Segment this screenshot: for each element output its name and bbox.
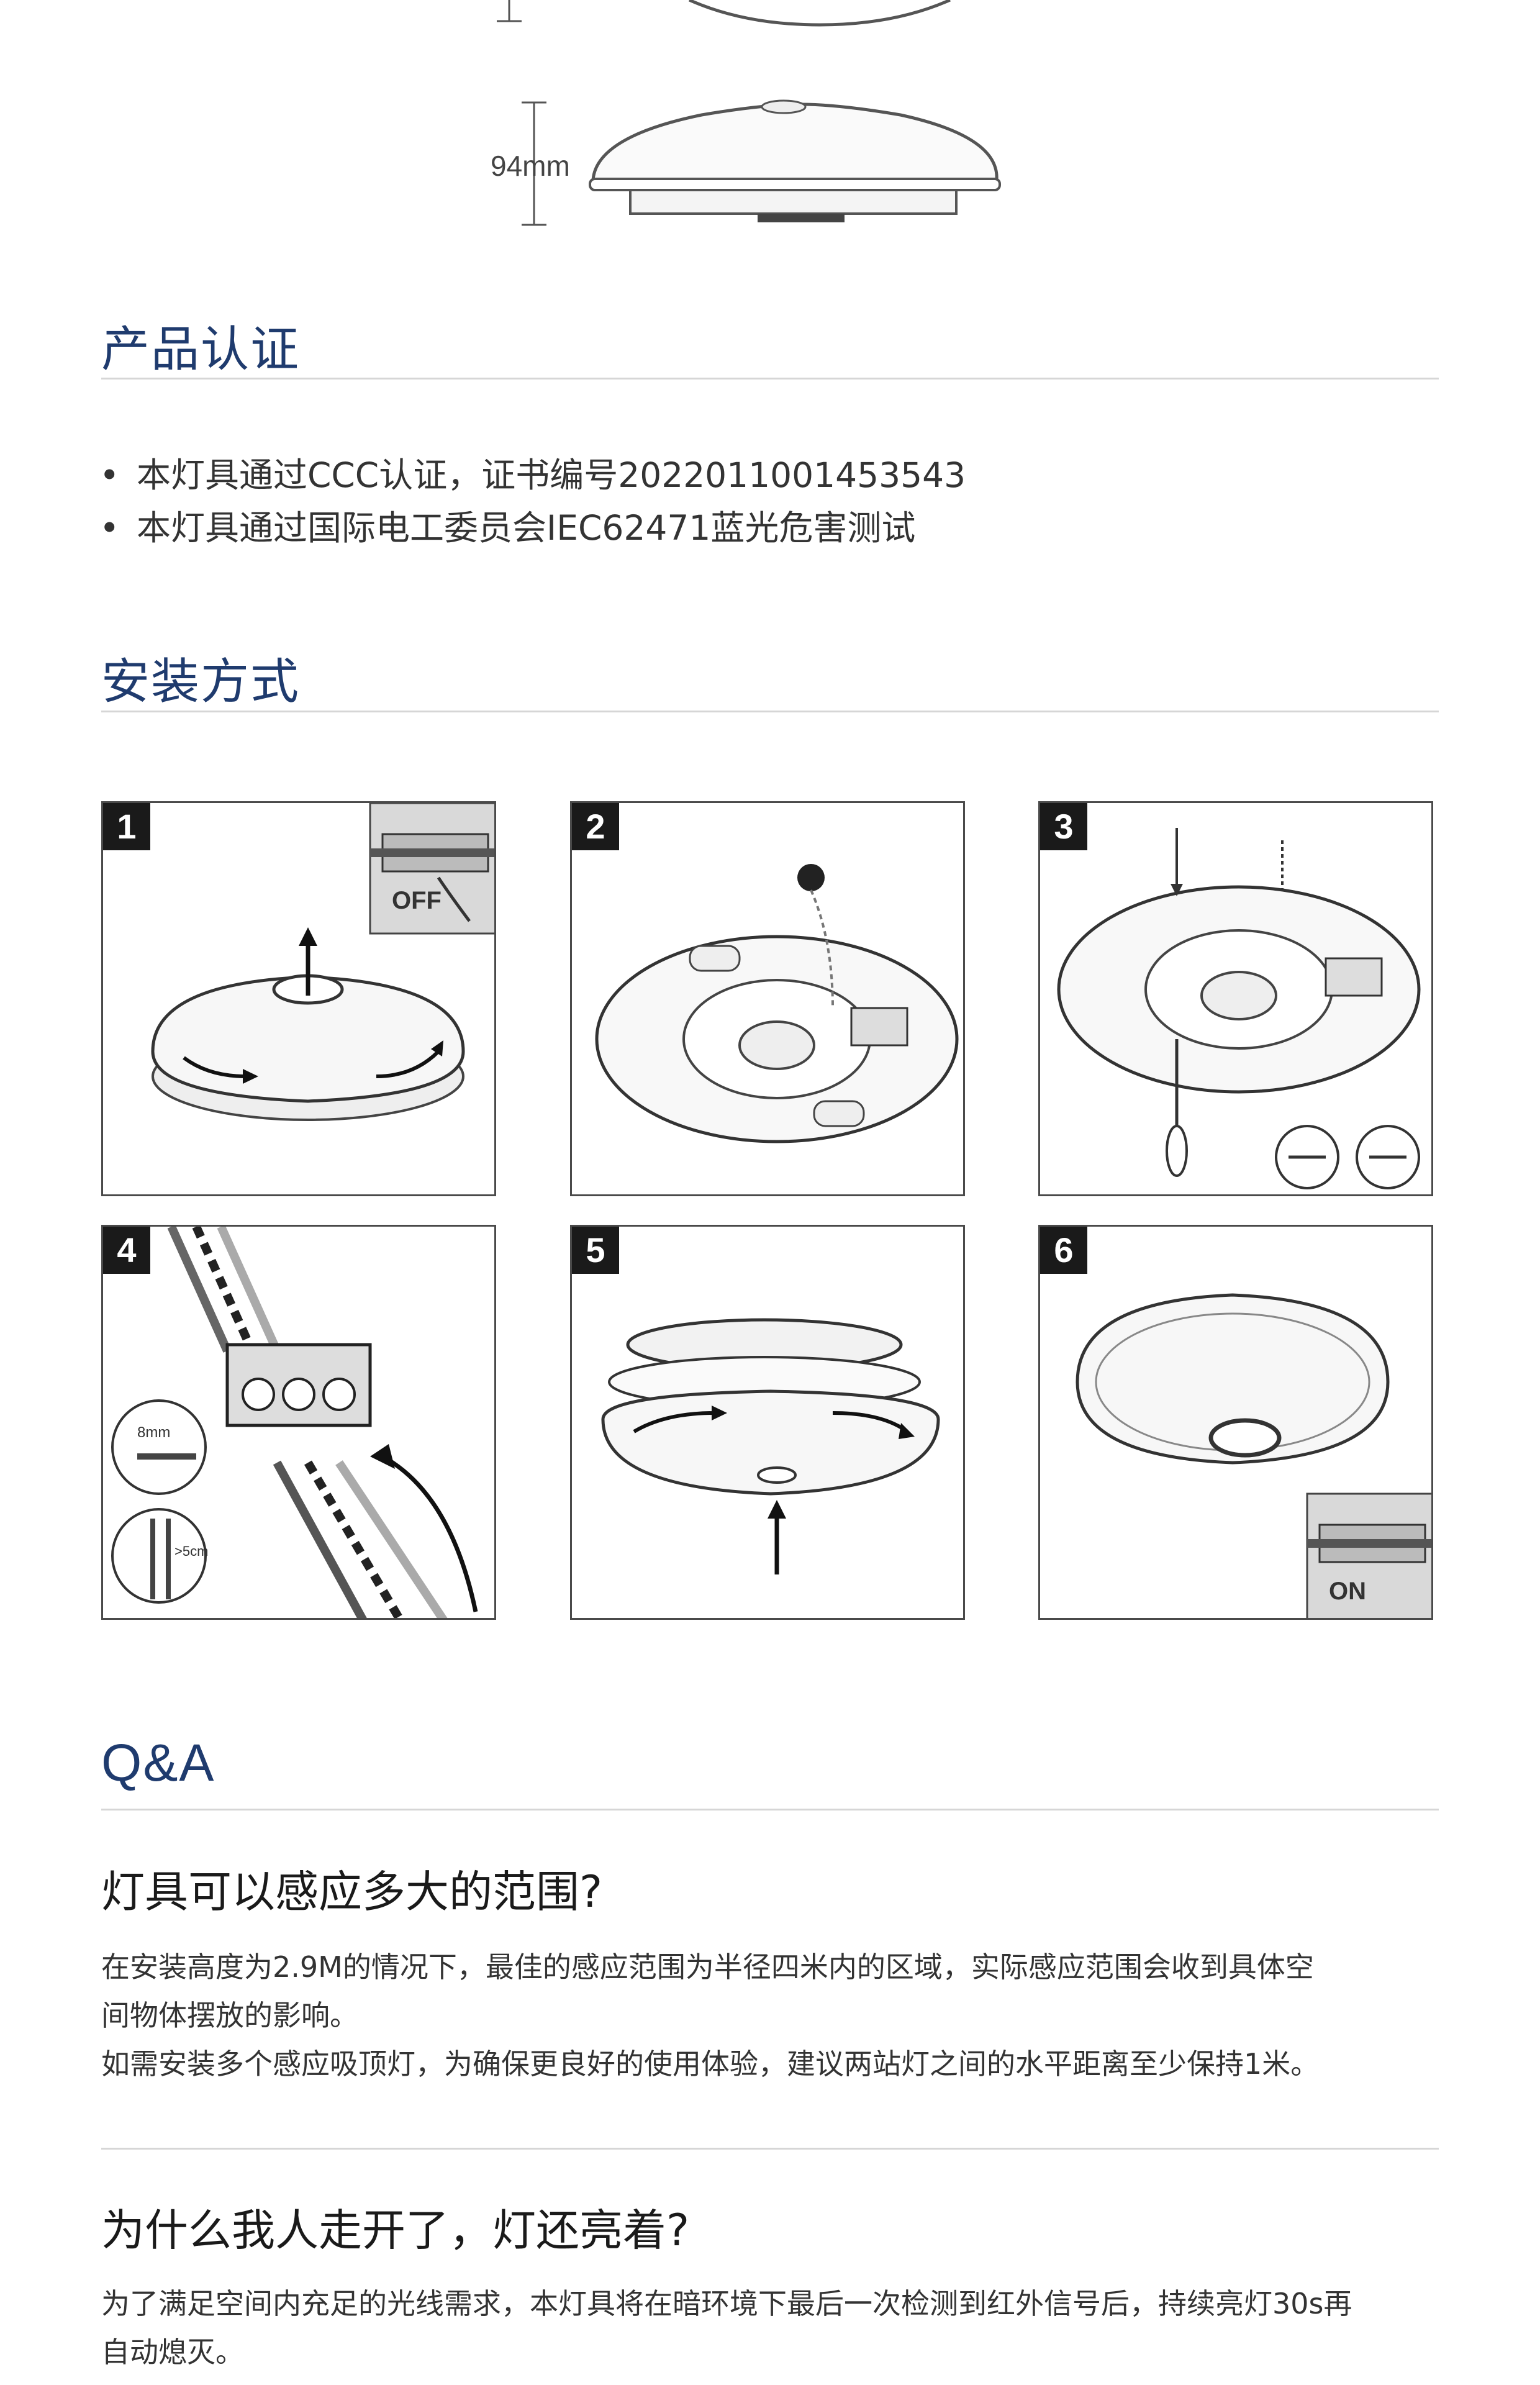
step-5-illustration: [601, 1318, 940, 1574]
height-dimension-label: 94mm: [491, 150, 570, 182]
install-step-6: 6 ON: [1038, 1225, 1433, 1620]
qa-answer-line: 如需安装多个感应吸顶灯，为确保更良好的使用体验，建议两站灯之间的水平距离至少保持…: [101, 2047, 1320, 2081]
step-number: 1: [103, 803, 150, 850]
step-1-illustration: [151, 803, 494, 1121]
install-step-5: 5: [570, 1225, 965, 1620]
install-step-1: 1 OFF: [101, 801, 496, 1196]
install-step-3: 3: [1038, 801, 1433, 1196]
step-3-illustration: [1057, 828, 1421, 1189]
qa-divider: [101, 1809, 1439, 1810]
install-divider: [101, 711, 1439, 712]
cert-item-text: 本灯具通过国际电工委员会IEC62471蓝光危害测试: [137, 508, 916, 548]
install-step-2: 2: [570, 801, 965, 1196]
step-number: 3: [1040, 803, 1087, 850]
qa-question: 为什么我人走开了，灯还亮着?: [101, 2205, 690, 2256]
cert-item-text: 本灯具通过CCC认证，证书编号2022011001453543: [137, 455, 966, 495]
qa-answer-line: 间物体摆放的影响。: [101, 1999, 358, 2032]
switch-on-label: ON: [1329, 1578, 1366, 1605]
bullet-icon: •: [99, 455, 120, 495]
product-dimension-drawing: [497, 0, 1001, 226]
cert-section-title: 产品认证: [101, 322, 301, 378]
step-2-illustration: [595, 864, 959, 1143]
switch-off-label: OFF: [392, 887, 442, 914]
cert-item: • 本灯具通过CCC认证，证书编号2022011001453543: [99, 447, 966, 497]
qa-answer-line: 自动熄灭。: [101, 2335, 244, 2369]
step-number: 6: [1040, 1227, 1087, 1274]
bullet-icon: •: [99, 508, 120, 548]
step-number: 2: [572, 803, 619, 850]
qa-item-divider: [101, 2148, 1439, 2150]
install-step-4: 4 8mm >5cm: [101, 1225, 496, 1620]
cert-item: • 本灯具通过国际电工委员会IEC62471蓝光危害测试: [99, 500, 915, 550]
gap-length-label: >5cm: [174, 1543, 209, 1559]
qa-question: 灯具可以感应多大的范围?: [101, 1866, 603, 1917]
step-number: 5: [572, 1227, 619, 1274]
step-6-illustration: [1076, 1293, 1431, 1618]
qa-answer-line: 为了满足空间内充足的光线需求，本灯具将在暗环境下最后一次检测到红外信号后，持续亮…: [101, 2287, 1352, 2320]
strip-length-label: 8mm: [137, 1424, 171, 1441]
qa-section-title: Q&A: [101, 1733, 215, 1792]
qa-answer-line: 在安装高度为2.9M的情况下，最佳的感应范围为半径四米内的区域，实际感应范围会收…: [101, 1950, 1314, 1984]
install-section-title: 安装方式: [101, 654, 301, 710]
step-number: 4: [103, 1227, 150, 1274]
cert-divider: [101, 378, 1439, 379]
step-4-illustration: [111, 1227, 478, 1618]
